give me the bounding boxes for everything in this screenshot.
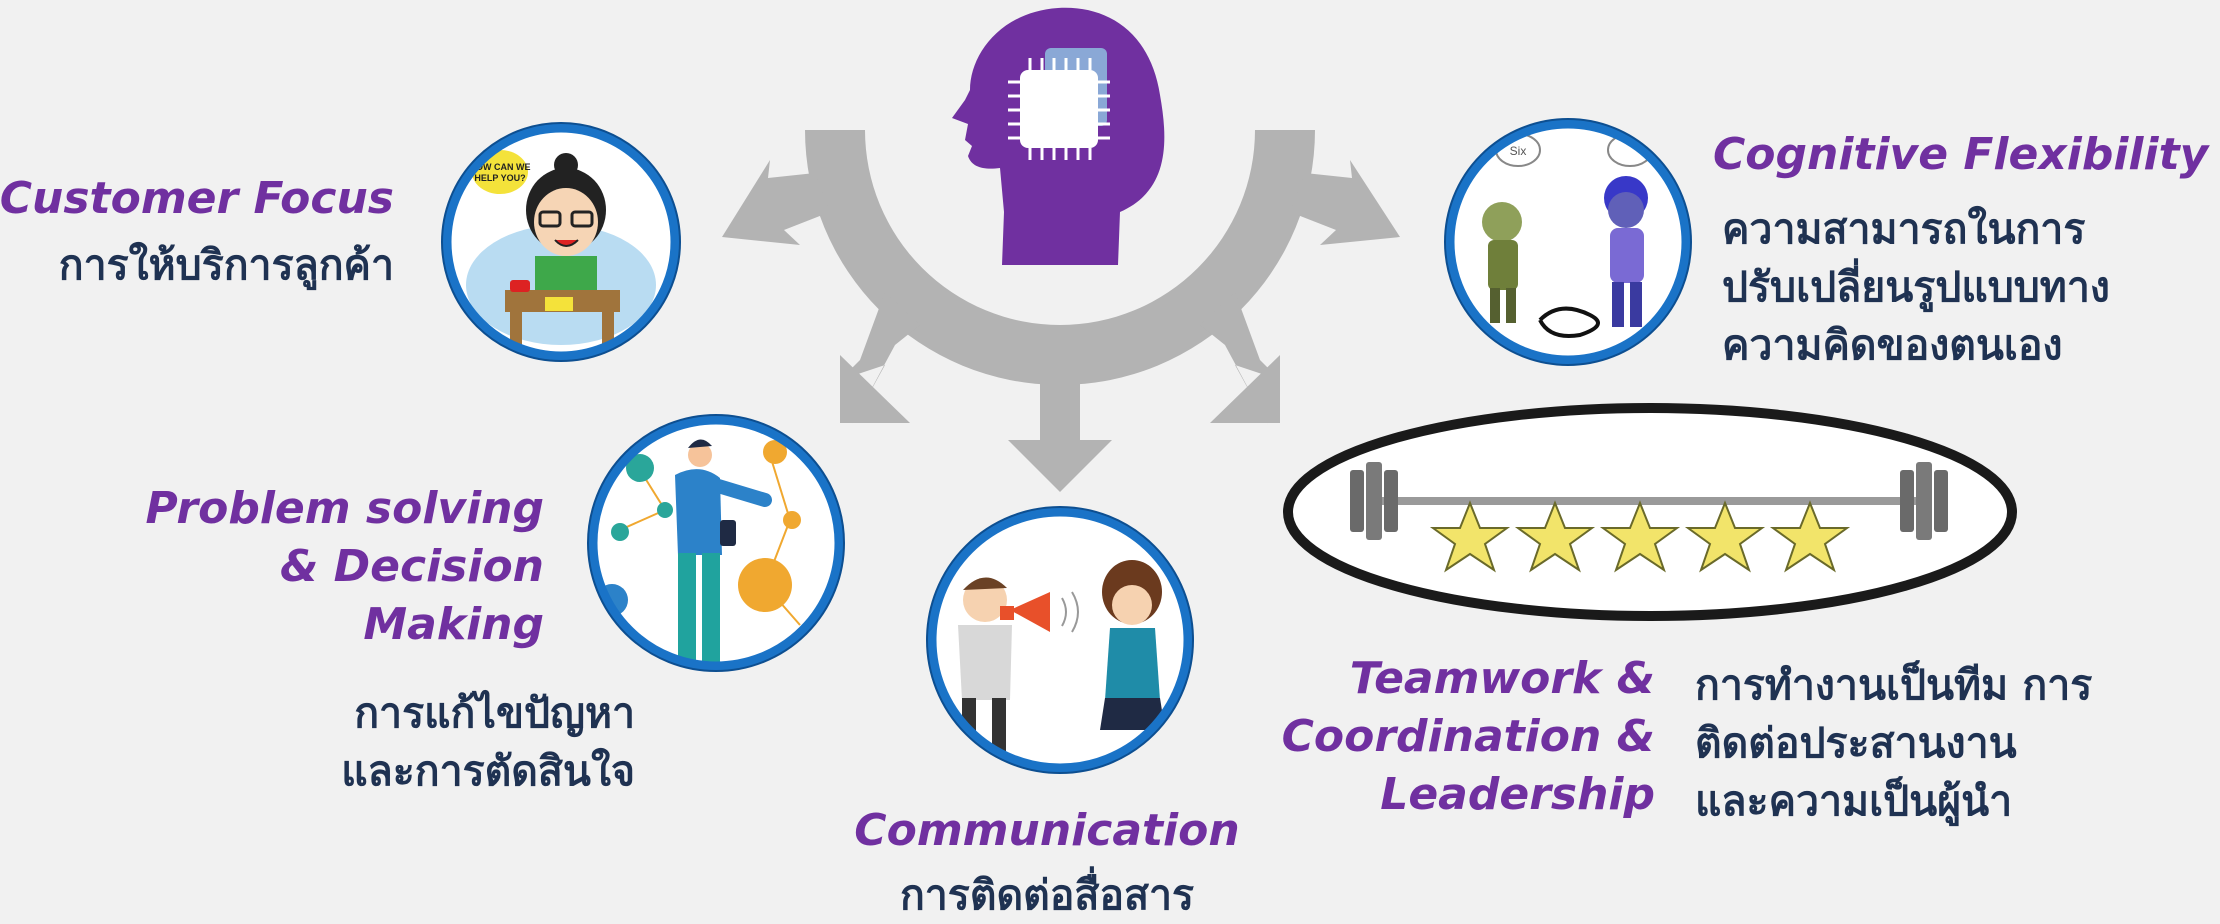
teamwork-thai: การทำงานเป็นทีม การ ติดต่อประสานงาน และค… (1695, 661, 2093, 825)
gear-arrows-icon (722, 130, 1400, 492)
customer-focus-thai: การให้บริการลูกค้า (58, 241, 394, 289)
stars-lifting-barbell-icon (1283, 403, 2017, 621)
teamwork-title: Teamwork & Coordination & Leadership (1281, 653, 1655, 820)
svg-text:HOW CAN WE: HOW CAN WE (470, 162, 531, 172)
megaphone-people-icon (926, 506, 1194, 774)
communication-title: Communication (854, 805, 1240, 856)
svg-text:HELP YOU?: HELP YOU? (474, 173, 525, 183)
cognitive-flexibility-title: Cognitive Flexibility (1713, 129, 2209, 180)
customer-service-icon: HOW CAN WE HELP YOU? (441, 122, 681, 362)
cognitive-flexibility-thai: ความสามารถในการ ปรับเปลี่ยนรูปแบบทาง ควา… (1722, 205, 2110, 369)
head-with-chip-icon (952, 7, 1165, 265)
customer-focus-title: Customer Focus (0, 173, 394, 224)
two-people-viewpoint-icon: Six (1444, 118, 1692, 366)
svg-text:Six: Six (1510, 144, 1527, 158)
communication-thai: การติดต่อสื่อสาร (899, 871, 1195, 919)
problem-solving-title: Problem solving & Decision Making (145, 483, 545, 650)
person-network-icon (587, 414, 845, 672)
problem-solving-thai: การแก้ไขปัญหา และการตัดสินใจ (341, 689, 635, 795)
